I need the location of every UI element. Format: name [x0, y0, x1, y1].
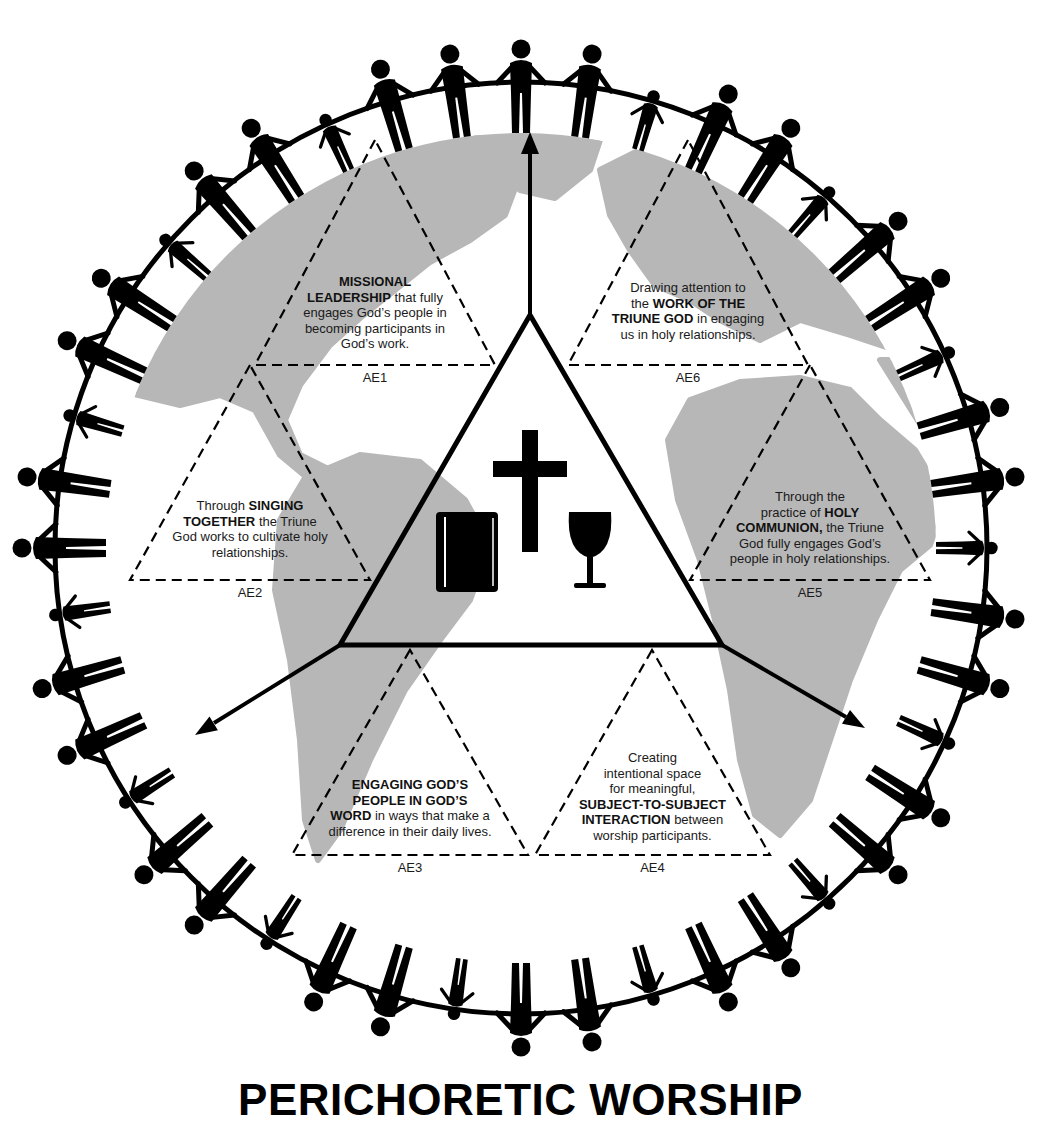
adult-figure [497, 963, 545, 1057]
adult-figure [819, 802, 921, 900]
dashed-triangle: ENGAGING GOD’S PEOPLE IN GOD’S WORD in w… [292, 650, 528, 855]
adult-figure [928, 452, 1027, 513]
adult-figure [80, 253, 185, 344]
adult-figure [497, 40, 545, 134]
continents [118, 124, 960, 860]
adult-figure [355, 939, 427, 1042]
child-figure [59, 399, 127, 447]
area-label: AE4 [535, 860, 770, 876]
linked-arms [55, 82, 987, 1014]
child-figure [47, 591, 113, 631]
triangle-text: MISSIONAL LEADERSHIP that fully engages … [255, 140, 495, 352]
diagram-title: PERICHORETIC WORSHIP [0, 1078, 1041, 1122]
adult-figure [425, 41, 486, 140]
adult-figure [26, 642, 129, 714]
adult-figure [13, 524, 107, 572]
child-figure [892, 706, 961, 760]
area-label: AE3 [292, 860, 528, 876]
adult-figure [857, 253, 962, 344]
child-figure [892, 336, 961, 390]
area-label: AE2 [130, 585, 370, 601]
adult-figure [288, 916, 371, 1021]
outward-arrows [195, 132, 865, 735]
area-label: AE1 [255, 370, 495, 386]
adult-figure [170, 846, 268, 948]
dashed-triangle: Through SINGING TOGETHER the Triune God … [130, 365, 370, 580]
dashed-triangle: Drawing attention to the WORK OF THE TRI… [568, 140, 808, 365]
child-figure [781, 177, 845, 244]
cup-icon [569, 512, 612, 588]
adult-figure [355, 53, 427, 156]
adult-figure [912, 382, 1015, 454]
triangle-text: Drawing attention to the WORK OF THE TRI… [568, 140, 808, 342]
adult-figure [857, 752, 962, 843]
adult-figure [725, 884, 816, 989]
adult-figure [725, 107, 816, 212]
adult-figure [912, 642, 1015, 714]
center-triangle [340, 315, 722, 645]
dashed-triangle: MISSIONAL LEADERSHIP that fully engages … [255, 140, 495, 365]
triangle-text: Through the practice of HOLY COMMUNION, … [690, 365, 930, 567]
people-ring [13, 40, 1028, 1057]
child-figure [111, 759, 180, 819]
child-figure [150, 224, 217, 288]
adult-figure [226, 107, 317, 212]
triangle-text-area: Drawing attention to the WORK OF THE TRI… [568, 140, 808, 365]
triangle-text-area: MISSIONAL LEADERSHIP that fully engages … [255, 140, 495, 365]
child-figure [623, 942, 671, 1010]
bible-icon [436, 512, 498, 592]
cross-icon [493, 430, 567, 552]
adult-figure [556, 41, 617, 140]
body-text: Creating intentional space for meaningfu… [604, 750, 702, 796]
child-figure [781, 851, 845, 918]
triangle-text-area: Creating intentional space for meaningfu… [535, 650, 770, 855]
child-figure [250, 889, 310, 958]
child-figure [309, 108, 363, 177]
triangle-text: Through SINGING TOGETHER the Triune God … [130, 365, 370, 560]
adult-figure [14, 452, 113, 513]
area-label: AE5 [690, 585, 930, 601]
adult-figure [121, 802, 223, 900]
triangle-text-area: Through SINGING TOGETHER the Triune God … [130, 365, 370, 580]
adult-figure [928, 583, 1027, 644]
adult-figure [48, 699, 153, 782]
child-figure [936, 532, 998, 564]
adult-figure [672, 916, 755, 1021]
dashed-triangle: Through the practice of HOLY COMMUNION, … [690, 365, 930, 580]
triangle-text-area: Through the practice of HOLY COMMUNION, … [690, 365, 930, 580]
dashed-triangle: Creating intentional space for meaningfu… [535, 650, 770, 855]
adult-figure [672, 75, 755, 180]
triangle-text: ENGAGING GOD’S PEOPLE IN GOD’S WORD in w… [292, 650, 528, 839]
child-figure [623, 86, 671, 154]
adult-figure [48, 315, 153, 398]
triangle-text: Creating intentional space for meaningfu… [535, 650, 770, 844]
triangle-text-area: ENGAGING GOD’S PEOPLE IN GOD’S WORD in w… [292, 650, 528, 855]
adult-figure [556, 955, 617, 1054]
area-label: AE6 [568, 370, 808, 386]
body-text: Through [197, 498, 245, 513]
child-figure [437, 957, 477, 1023]
